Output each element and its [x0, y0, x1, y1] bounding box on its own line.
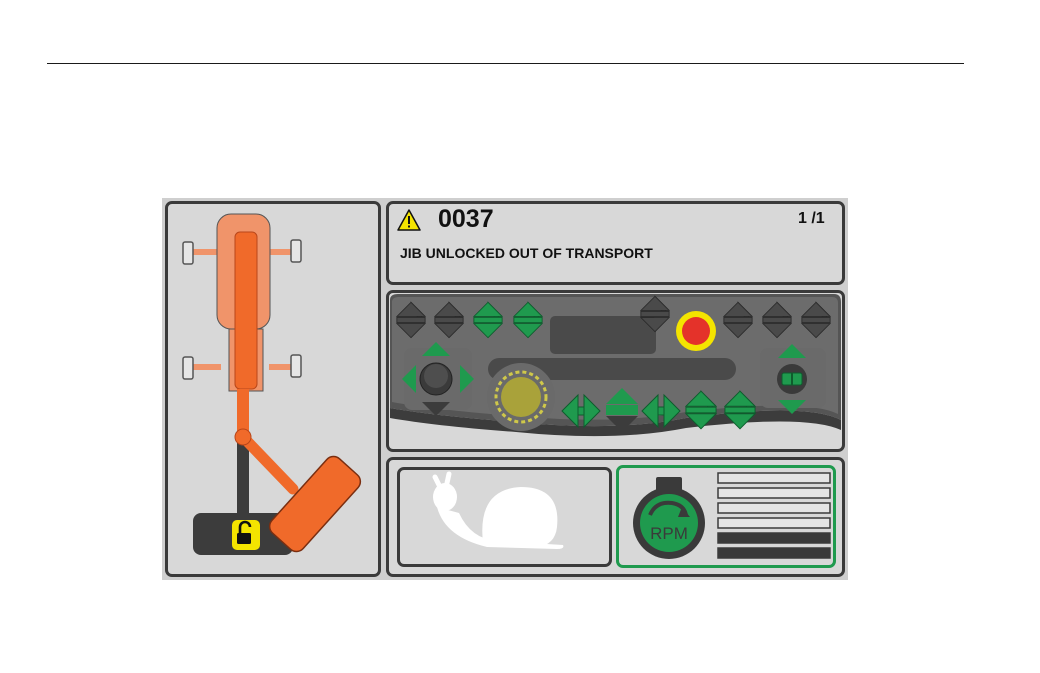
- rpm-level-bar-empty: [718, 518, 830, 528]
- warning-triangle-icon: [397, 209, 421, 231]
- rpm-level-bar-empty: [718, 488, 830, 498]
- machine-diagram: [165, 201, 381, 577]
- unlocked-padlock-icon: [232, 520, 260, 550]
- alarm-message: JIB UNLOCKED OUT OF TRANSPORT: [400, 245, 653, 261]
- speed-dial[interactable]: [487, 363, 555, 431]
- alarm-page-counter: 1 /1: [798, 210, 825, 228]
- alarm-code: 0037: [438, 205, 494, 234]
- rpm-level-bars: [718, 473, 830, 558]
- header-rule: [47, 63, 964, 64]
- rpm-level-bar-empty: [718, 503, 830, 513]
- rpm-level-bar-filled: [718, 533, 830, 543]
- rpm-label: RPM: [650, 524, 688, 543]
- emergency-stop-button[interactable]: [676, 311, 716, 351]
- rpm-icon: RPM: [633, 477, 705, 559]
- left-joystick[interactable]: [402, 342, 474, 416]
- right-joystick[interactable]: [760, 344, 826, 414]
- control-console: [386, 290, 845, 452]
- rpm-indicator: RPM: [616, 465, 836, 568]
- rpm-level-bar-empty: [718, 473, 830, 483]
- rpm-level-bar-filled: [718, 548, 830, 558]
- snail-icon: [397, 467, 612, 567]
